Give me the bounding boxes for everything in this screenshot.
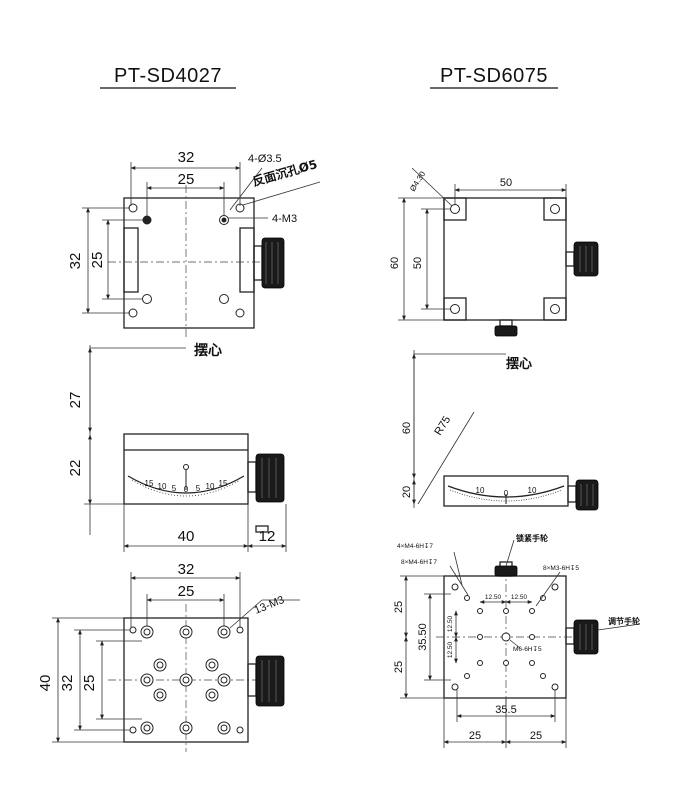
left-side-center-label: 摆心: [194, 342, 222, 359]
scale-label: 0: [184, 485, 189, 494]
right-bottom-dim-25-b: 25: [393, 661, 405, 673]
scale-label: 15: [145, 479, 154, 488]
title-left: PT-SD4027: [114, 65, 222, 87]
scale-label: 15: [219, 479, 228, 488]
left-side-dim-12: 12: [259, 528, 276, 545]
left-top-dim-32-v: 32: [67, 253, 84, 270]
right-bottom-lock-knob: 锁紧手轮: [516, 533, 548, 543]
left-top-thread-note: 4-M3: [272, 213, 297, 225]
right-top-dim-50: 50: [500, 177, 512, 189]
right-bottom-view: [400, 539, 641, 748]
left-top-view: [82, 162, 321, 340]
stage-body-right: [443, 197, 567, 321]
right-side-radius-note: R75: [432, 414, 453, 437]
adjust-knob-side-icon: [255, 453, 285, 503]
right-side-dim-60: 60: [401, 422, 413, 434]
right-bottom-dim-1250-a: 12.50: [485, 594, 502, 601]
scale-label: 10: [528, 486, 537, 495]
scale-label: 10: [158, 482, 167, 491]
scale-label: 0: [504, 489, 509, 498]
right-side-dim-20: 20: [401, 486, 413, 498]
right-side-center-label: 摆心: [506, 356, 532, 372]
right-bottom-dim-25-d: 25: [530, 730, 542, 742]
left-side-view: [84, 345, 287, 552]
left-bottom-dim-25-v: 25: [81, 675, 98, 692]
left-side-dim-22: 22: [67, 460, 84, 477]
left-bottom-dim-40: 40: [37, 675, 54, 692]
bottom-holes: [129, 625, 244, 735]
right-top-dim-50-v: 50: [412, 257, 424, 269]
right-bottom-dim-1250-b: 12.50: [511, 594, 528, 601]
left-top-dim-25-v: 25: [89, 252, 106, 269]
right-bottom-dim-1250-c: 12.50: [447, 615, 454, 632]
right-bottom-note-a: 4×M4-6H↧7: [397, 542, 433, 550]
right-bottom-note-c: 8×M3-6H↧5: [543, 564, 579, 572]
right-bottom-note-d: M6-6H↧5: [513, 645, 542, 653]
left-top-dim-32: 32: [178, 149, 195, 166]
right-bottom-note-b: 8×M4-6H↧7: [401, 558, 437, 566]
adjust-knob-icon: [261, 237, 285, 289]
left-side-scale: 15 10 5 0 5 10 15: [145, 479, 228, 494]
right-bottom-dim-1250-d: 12.50: [447, 641, 454, 658]
adjust-knob-bottom-icon: [255, 655, 285, 707]
left-bottom-dim-32-v: 32: [59, 675, 76, 692]
lock-knob-bottom-icon: [494, 565, 518, 577]
scale-label: 10: [206, 482, 215, 491]
right-bottom-dim-3550: 35.50: [417, 623, 429, 651]
right-bottom-adjust-knob: 调节手轮: [608, 616, 640, 626]
right-top-hole-note: Ø4.30: [408, 169, 427, 193]
scale-label: 10: [476, 486, 485, 495]
left-bottom-dim-25: 25: [178, 583, 195, 600]
left-bottom-view: [52, 572, 300, 752]
right-bottom-dim-25-c: 25: [469, 730, 481, 742]
right-bottom-dim-355: 35.5: [495, 704, 516, 716]
lock-knob-right-icon: [494, 325, 518, 337]
title-right: PT-SD6075: [440, 65, 548, 87]
right-side-view: [412, 350, 599, 511]
scale-label: 5: [196, 484, 201, 493]
left-top-hole-note: 4-Ø3.5: [248, 153, 282, 165]
left-bottom-thread-note: 13-M3: [253, 594, 286, 617]
right-top-dim-60-v: 60: [389, 257, 401, 269]
left-side-dim-27: 27: [67, 392, 84, 409]
right-top-view: [398, 167, 599, 337]
right-bottom-dim-25-a: 25: [393, 601, 405, 613]
scale-label: 5: [172, 484, 177, 493]
left-side-dim-40: 40: [178, 528, 195, 545]
left-bottom-dim-32: 32: [178, 561, 195, 578]
right-side-scale: 10 0 10: [476, 486, 537, 498]
left-top-dim-25: 25: [178, 171, 195, 188]
